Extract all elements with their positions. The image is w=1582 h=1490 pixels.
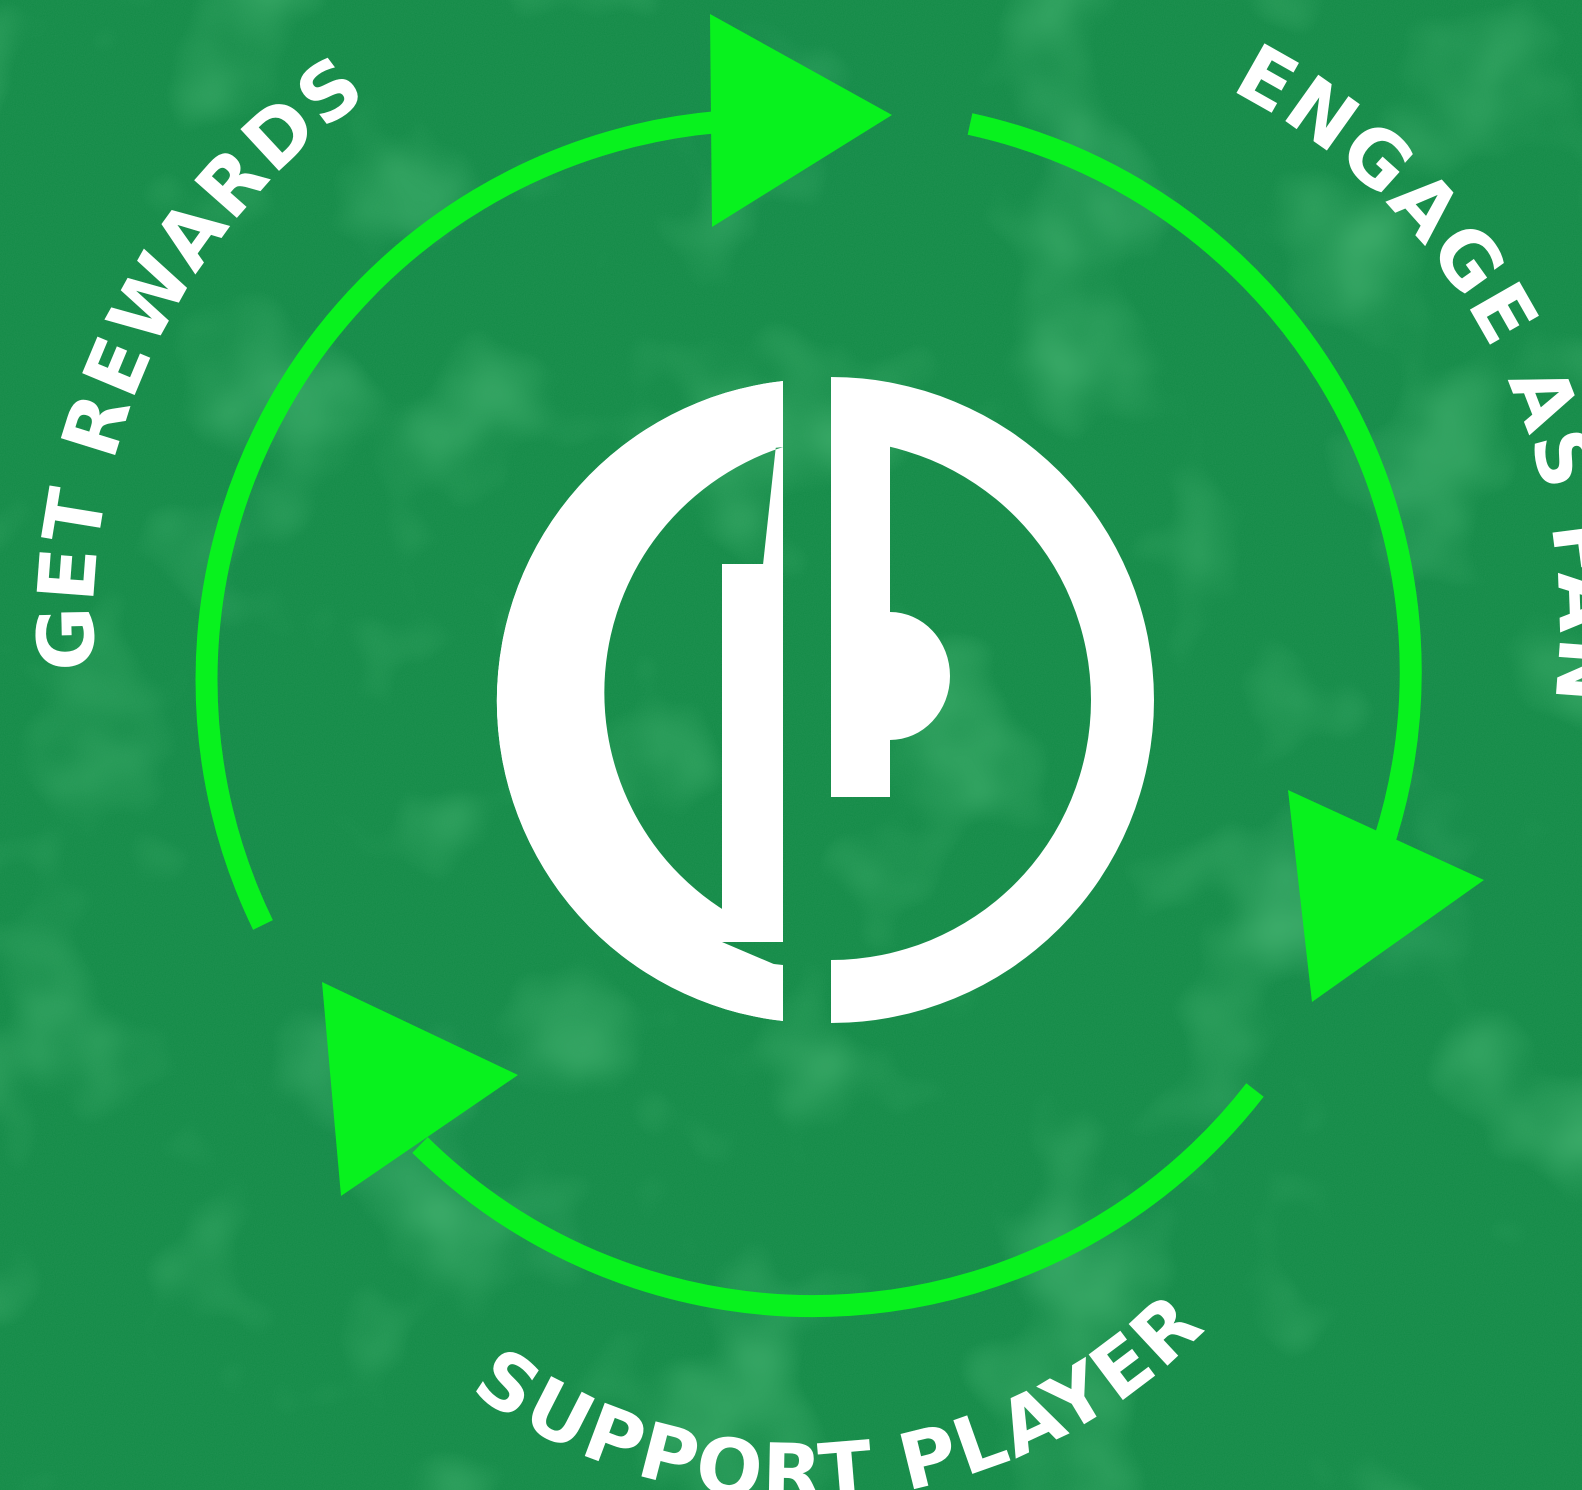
cycle-arrows	[322, 14, 1484, 1196]
arc-engage-as-fan	[967, 113, 1422, 846]
gp-monogram-logo-icon	[496, 377, 1154, 1023]
arc-support-player	[412, 1083, 1264, 1318]
arrow-right-icon	[710, 14, 892, 227]
arrow-up-left-icon	[322, 982, 518, 1196]
arc-get-rewards	[195, 111, 719, 930]
cycle-ring	[195, 111, 1422, 1318]
logo-letter-g-stem	[722, 564, 783, 942]
logo-letter-p-stem	[831, 440, 890, 797]
arrow-down-icon	[1288, 790, 1484, 1002]
logo-letter-g-ring	[496, 381, 783, 1021]
logo-letter-p-ring	[831, 377, 1154, 1023]
